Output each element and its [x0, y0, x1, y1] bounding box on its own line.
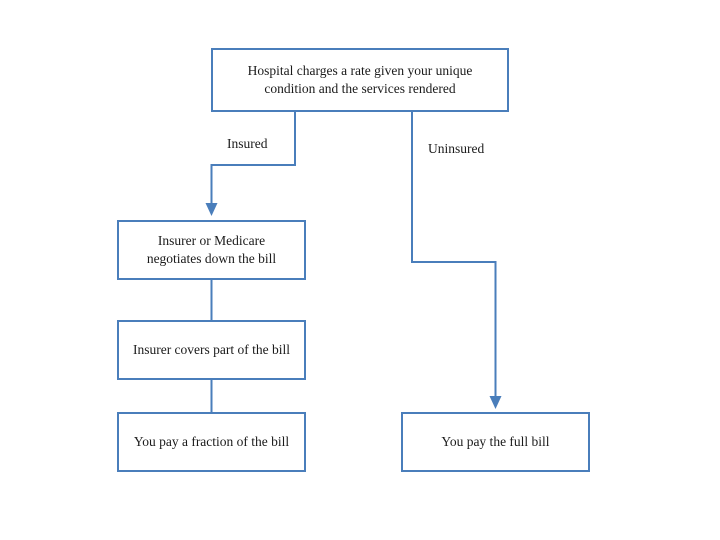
node-insurer-covers-label: Insurer covers part of the bill [132, 341, 291, 357]
node-negotiate-label: Insurer or Medicare negotiates down the … [146, 232, 277, 266]
edge-label-insured: Insured [227, 136, 268, 151]
arrow-head-uninsured [489, 396, 502, 409]
node-pay-full-label: You pay the full bill [441, 433, 550, 449]
node-negotiate[interactable]: Insurer or Medicare negotiates down the … [117, 220, 306, 280]
edge-label-uninsured: Uninsured [428, 141, 485, 156]
node-hospital-charge[interactable]: Hospital charges a rate given your uniqu… [211, 48, 509, 112]
node-pay-full[interactable]: You pay the full bill [401, 412, 590, 472]
arrow-head-insured [205, 203, 218, 216]
node-hospital-charge-label: Hospital charges a rate given your uniqu… [247, 62, 473, 96]
node-pay-fraction-label: You pay a fraction of the bill [133, 433, 290, 449]
edge-hospital-to-negotiate [210, 112, 296, 205]
node-insurer-covers[interactable]: Insurer covers part of the bill [117, 320, 306, 380]
node-pay-fraction[interactable]: You pay a fraction of the bill [117, 412, 306, 472]
